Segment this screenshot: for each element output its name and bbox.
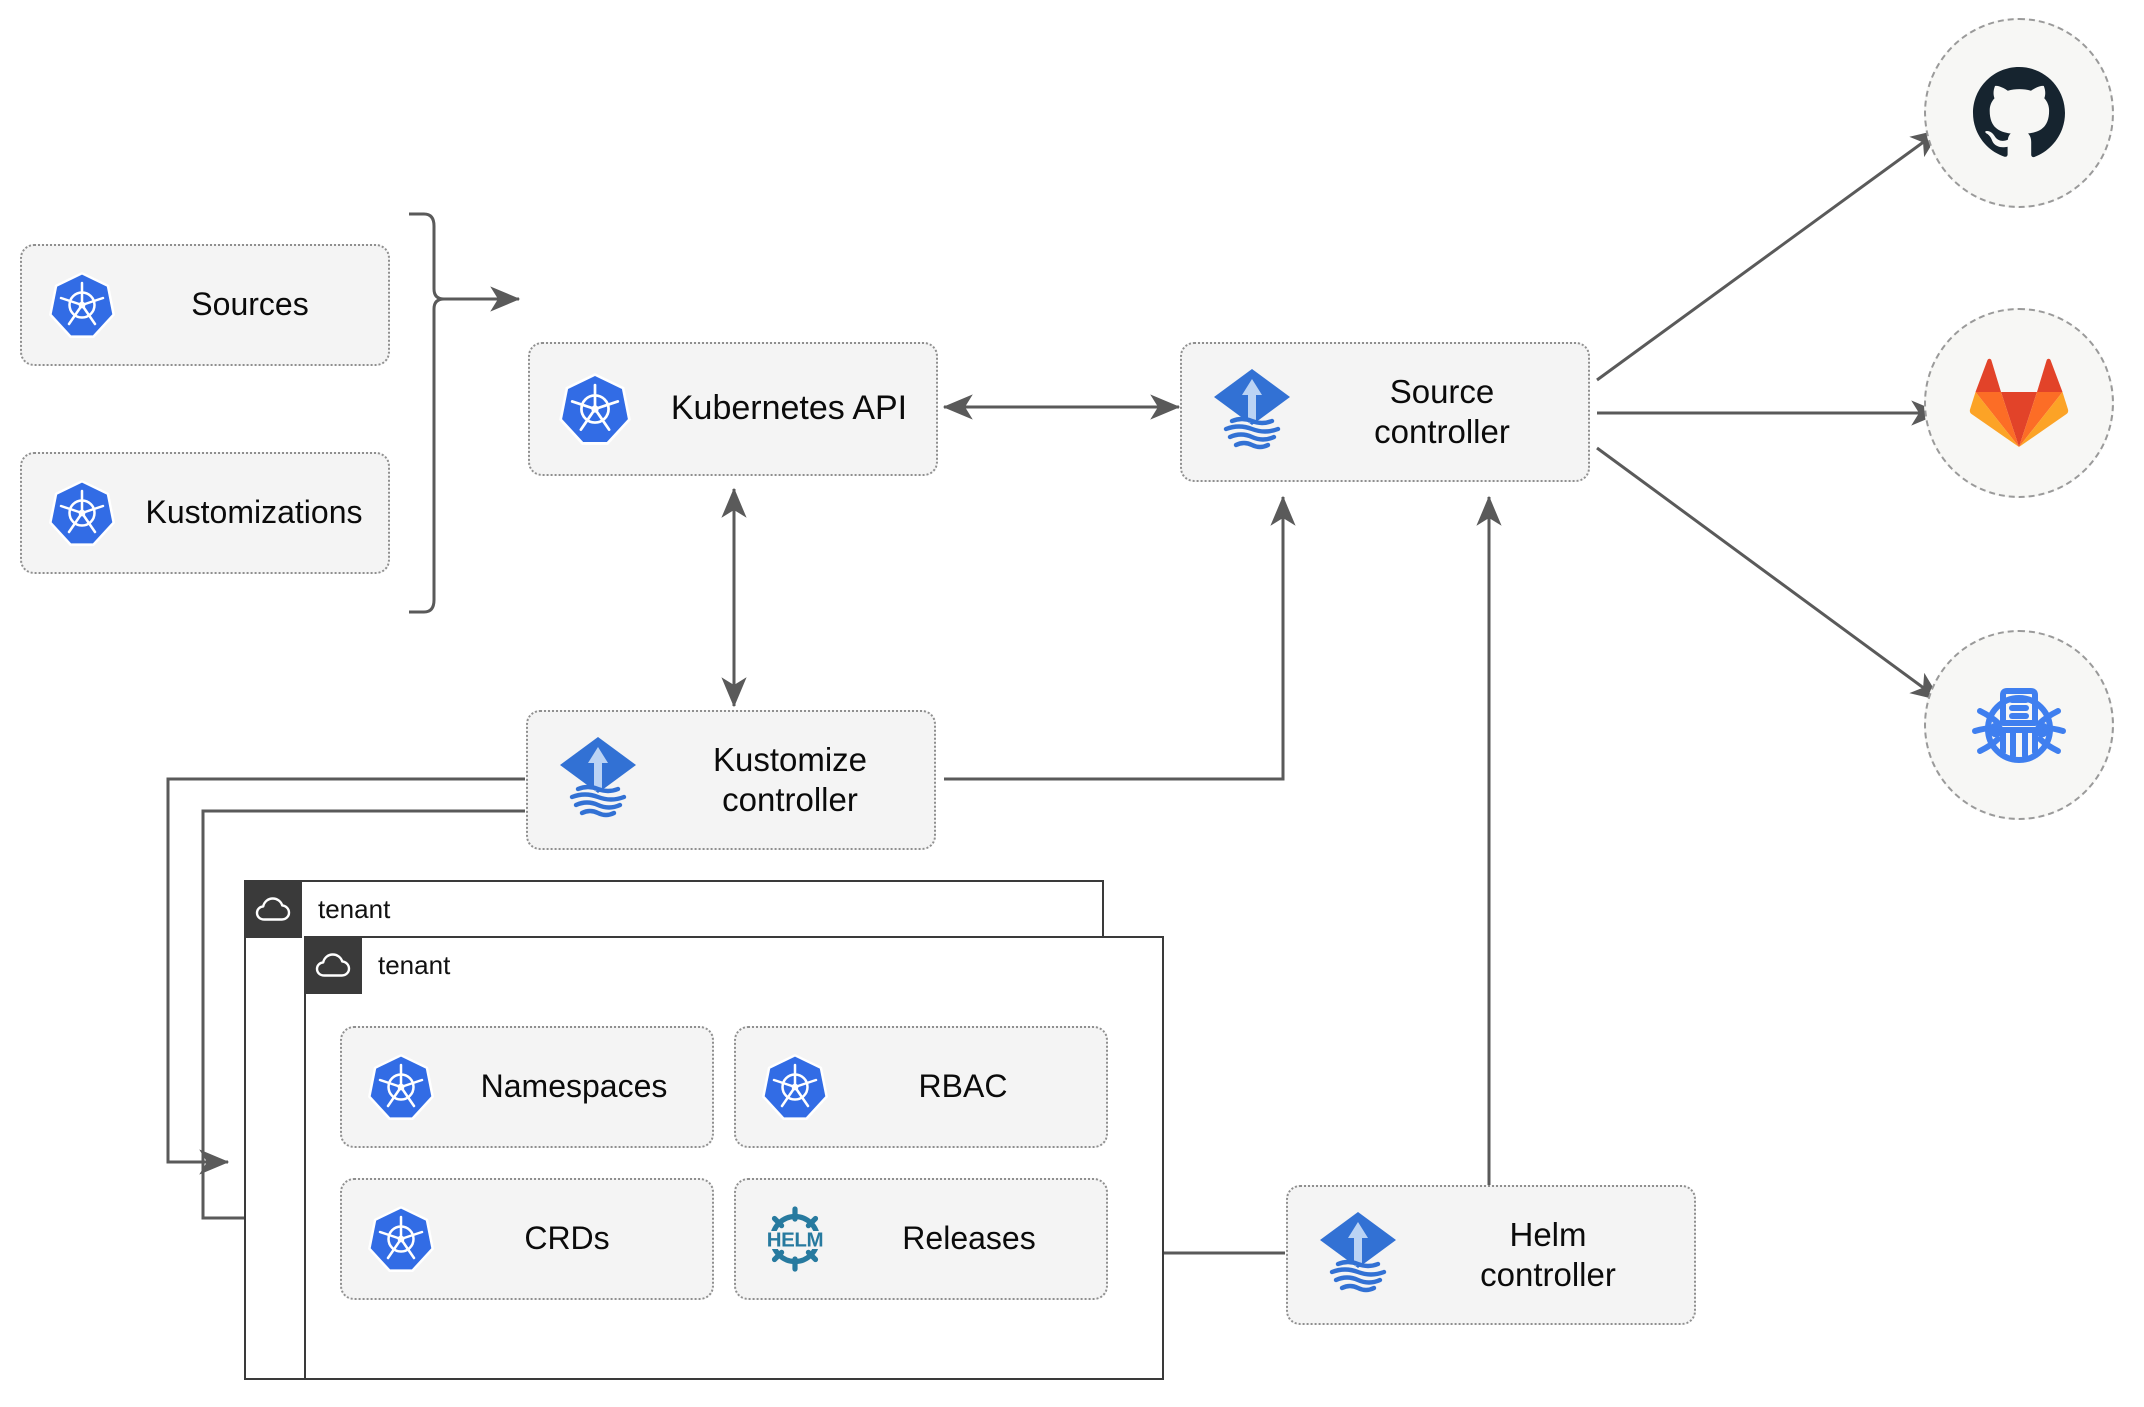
- node-namespaces[interactable]: Namespaces: [340, 1026, 714, 1148]
- edge-sources-brace: [409, 212, 445, 614]
- tenant-container-inner: tenant: [304, 936, 1164, 1380]
- endpoint-github[interactable]: [1924, 18, 2114, 208]
- kubernetes-icon: [22, 478, 142, 548]
- edge-source-to-helm-registry: [1596, 446, 1941, 702]
- node-kustomize-controller[interactable]: Kustomize controller: [526, 710, 936, 850]
- tenant-header-inner: tenant: [304, 936, 450, 994]
- gitlab-icon: [1969, 358, 2069, 447]
- node-label-sources: Sources: [191, 286, 309, 323]
- endpoint-helm-registry[interactable]: [1924, 630, 2114, 820]
- kubernetes-icon: [530, 371, 660, 447]
- node-kustomizations[interactable]: Kustomizations: [20, 452, 390, 574]
- flux-icon: [1288, 1208, 1428, 1302]
- svg-text:HELM: HELM: [767, 1229, 823, 1252]
- node-label-namespaces: Namespaces: [480, 1068, 668, 1105]
- flux-icon: [1182, 365, 1322, 459]
- github-icon: [1973, 67, 2065, 158]
- node-label-kubernetes-api: Kubernetes API: [670, 389, 908, 428]
- node-crds[interactable]: CRDs: [340, 1178, 714, 1300]
- edge-source-to-github: [1596, 128, 1941, 382]
- cloud-icon: [244, 880, 302, 938]
- node-label-source-controller: Source controller: [1374, 372, 1510, 450]
- node-label-crds: CRDs: [524, 1220, 610, 1257]
- endpoint-gitlab[interactable]: [1924, 308, 2114, 498]
- kubernetes-icon: [22, 270, 142, 340]
- node-label-kustomize-controller: Kustomize controller: [712, 740, 868, 818]
- cloud-icon: [304, 936, 362, 994]
- helm-icon: HELM: [736, 1201, 854, 1277]
- node-releases[interactable]: HELM Releases: [734, 1178, 1108, 1300]
- tenant-label-inner: tenant: [378, 949, 451, 980]
- kubernetes-icon: [342, 1052, 460, 1122]
- edge-kustomize-to-source: [944, 495, 1296, 781]
- helm-repository-icon: [1972, 688, 2066, 763]
- node-rbac[interactable]: RBAC: [734, 1026, 1108, 1148]
- node-kubernetes-api[interactable]: Kubernetes API: [528, 342, 938, 476]
- node-sources[interactable]: Sources: [20, 244, 390, 366]
- kubernetes-icon: [342, 1204, 460, 1274]
- node-label-helm-controller: Helm controller: [1480, 1215, 1616, 1293]
- tenant-header-outer: tenant: [244, 880, 390, 938]
- node-label-rbac: RBAC: [918, 1068, 1008, 1105]
- node-label-kustomizations: Kustomizations: [145, 494, 363, 531]
- node-source-controller[interactable]: Source controller: [1180, 342, 1590, 482]
- tenant-label-outer: tenant: [318, 893, 391, 924]
- kubernetes-icon: [736, 1052, 854, 1122]
- flux-icon: [528, 733, 668, 827]
- node-helm-controller[interactable]: Helm controller: [1286, 1185, 1696, 1325]
- node-label-releases: Releases: [902, 1220, 1036, 1257]
